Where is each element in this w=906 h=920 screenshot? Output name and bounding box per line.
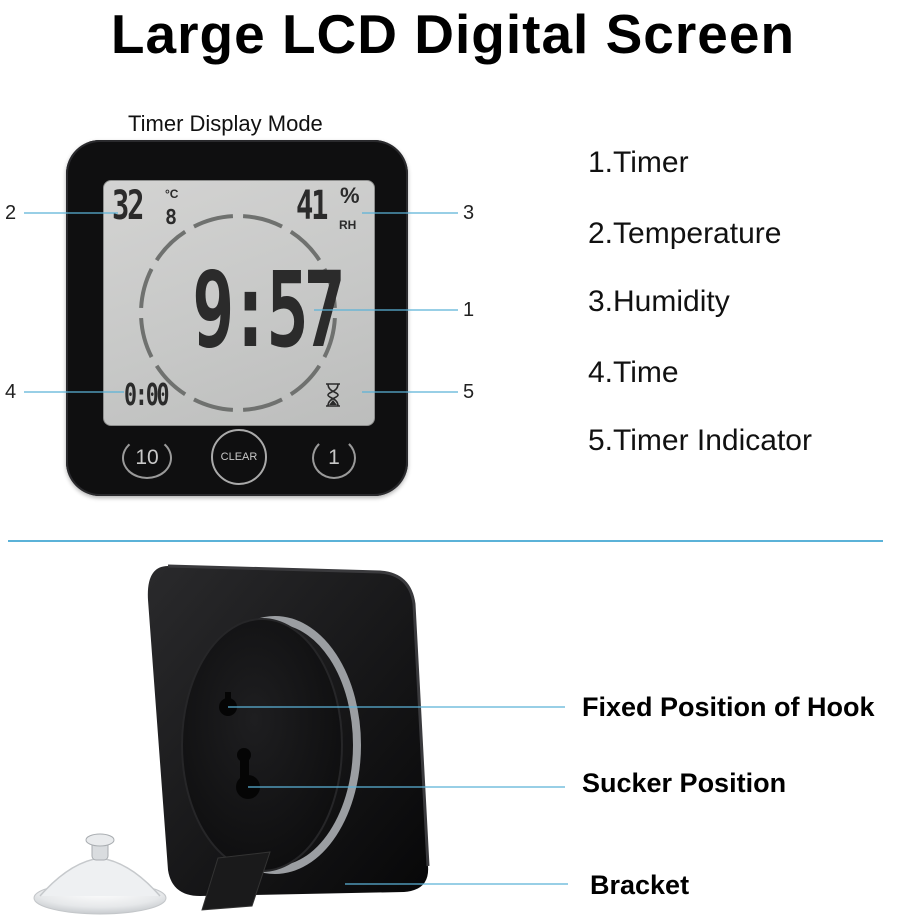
legend-item-temperature: 2.Temperature [588,217,782,250]
bracket-label: Bracket [590,870,690,900]
callout-number-1: 1 [463,299,475,321]
legend-item-timer: 1.Timer [588,146,689,179]
callout-number-4: 4 [5,381,17,403]
sucker-position-label: Sucker Position [582,768,787,798]
page-title: Large LCD Digital Screen [110,3,796,65]
add-ten-button[interactable]: 10 [122,437,172,479]
section-divider [8,540,883,542]
rear-disc [181,618,343,872]
temperature-decimal: 8 [165,205,178,229]
legend-item-humidity: 3.Humidity [588,285,730,318]
callout-number-2: 2 [5,202,17,224]
legend-item-time: 4.Time [588,356,679,389]
callout-number-5: 5 [463,381,475,403]
hook-position-label: Fixed Position of Hook [582,692,875,722]
time-readout: 0:00 [124,378,170,413]
mode-label: Timer Display Mode [128,111,323,136]
legend-item-timer-indicator: 5.Timer Indicator [588,424,812,457]
humidity-readout: 41 [296,183,329,229]
timer-readout: 9:57 [192,249,346,371]
humidity-unit: RH [339,218,357,232]
temperature-unit: °C [165,187,179,201]
humidity-percent: % [340,183,360,208]
clear-button[interactable]: CLEAR [211,429,267,485]
bracket [201,851,271,911]
callout-number-3: 3 [463,202,475,224]
clock-back-body [147,566,429,896]
temperature-readout: 32 [112,183,145,229]
add-one-button[interactable]: 1 [312,437,356,479]
hourglass-icon [326,383,340,407]
